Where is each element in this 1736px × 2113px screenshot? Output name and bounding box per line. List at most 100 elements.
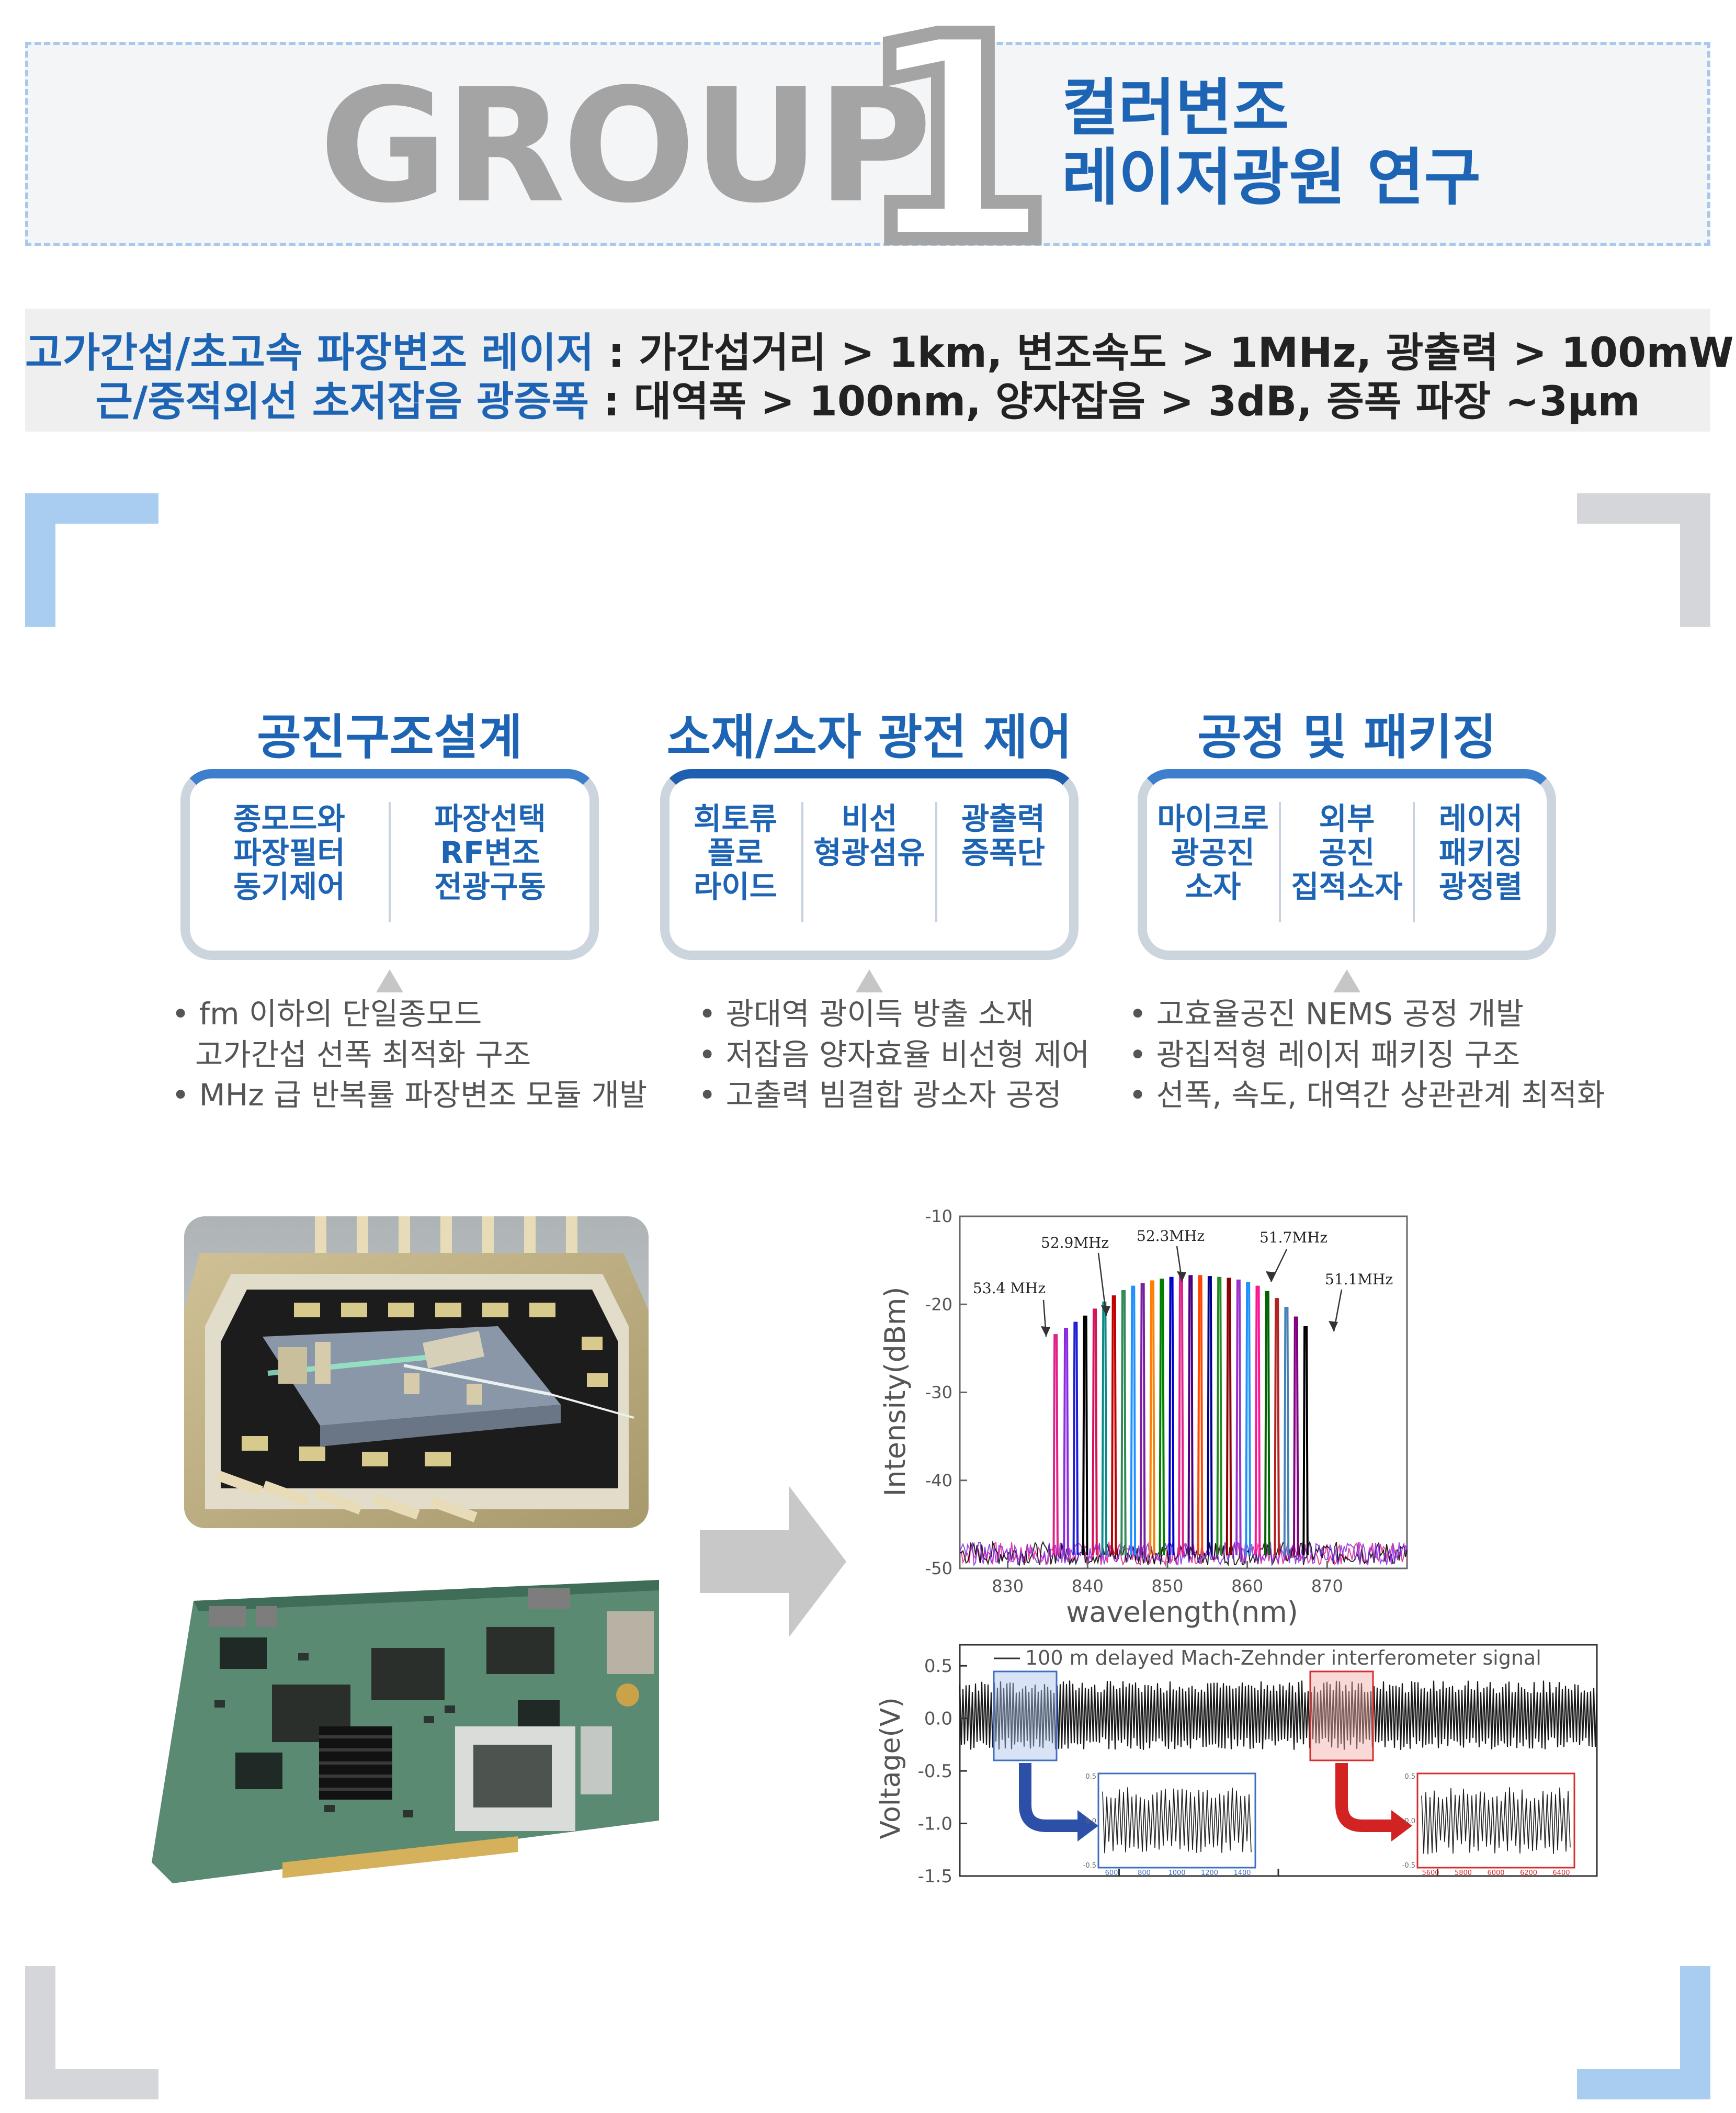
inset-x-tick-label: 1200 [1201,1869,1218,1877]
cell-line: 광정렬 [1438,868,1523,905]
spectrum-peak [1264,1291,1270,1555]
group-word: GROUP [319,55,932,238]
cell-line: 종모드와 [233,801,345,837]
cell-line: 마이크로 [1157,801,1269,837]
spectrum-peak [1197,1275,1204,1555]
inset-x-tick-label: 6200 [1520,1869,1537,1877]
arrowhead-blue-icon [1077,1810,1098,1841]
category-title: 소재/소자 광전 제어 [666,709,1072,765]
y-axis-label: Voltage(V) [875,1697,906,1839]
bullet-list: • 광대역 광이득 방출 소재 • 저잡음 양자효율 비선형 제어 • 고출력 … [698,994,1090,1116]
inset-x-tick-label: 5600 [1422,1869,1439,1877]
category-title: 공진구조설계 [257,709,523,765]
bullet-list: • 고효율공진 NEMS 공정 개발 • 광집적형 레이저 패키징 구조 • 선… [1129,994,1605,1116]
inset-y-tick-label: -0.5 [1402,1862,1415,1870]
cell-line: 희토류 [693,801,778,837]
cell-line: 플로 [707,834,764,871]
category-box: 종모드와 파장필터 동기제어 파장선택 RF변조 전광구동 [180,769,599,960]
category-cell: 외부 공진 집적소자 [1279,802,1413,922]
cell-line: 전광구동 [434,868,546,905]
annotation-arrow [1270,1249,1288,1282]
annotation-arrow [1097,1252,1107,1316]
peak-annotation: 53.4 MHz [973,1280,1046,1297]
inset-x-tick-label: 1000 [1168,1869,1185,1877]
spectrum-peak [1187,1275,1194,1555]
arrowhead-icon [1266,1271,1275,1282]
bullet-item: • 광대역 광이득 방출 소재 [698,996,1034,1032]
spectrum-peak [1292,1316,1299,1555]
x-tick-label: 830 [992,1576,1024,1596]
spec-label: 고가간섭/초고속 파장변조 레이저 [25,330,594,377]
spectrum-peak [1120,1290,1127,1555]
curved-arrow-red-icon [1335,1763,1391,1832]
peak-annotation: 52.3MHz [1137,1227,1205,1245]
spectrum-peak [1207,1276,1213,1555]
highlight-box-red [1309,1670,1374,1761]
inset-x-tick-label: 800 [1138,1869,1151,1877]
cell-line: 집적소자 [1291,868,1403,905]
voltage-chart: 100 m delayed Mach-Zehnder interferomete… [868,1632,1601,1896]
arrowhead-icon [1329,1321,1338,1331]
inset-y-tick-label: 0.0 [1085,1817,1096,1825]
category-title: 공정 및 패키징 [1197,709,1496,765]
peak-annotation: 51.1MHz [1325,1271,1393,1288]
x-axis-label: wavelength(nm) [1066,1596,1298,1629]
spectrum-peak [1110,1295,1117,1555]
inset-x-tick-label: 600 [1105,1869,1118,1877]
circuit-board-photo [152,1569,664,1894]
spectrum-peak [1130,1285,1137,1555]
category-cell: 광출력 증폭단 [935,802,1069,922]
cell-line: 형광섬유 [813,834,925,871]
cell-line: 동기제어 [233,868,345,905]
cell-line: 공진 [1319,834,1375,871]
spec-line-2: 근/중적외선 초저잡음 광증폭 : 대역폭 > 100nm, 양자잡음 > 3d… [25,369,1710,427]
y-tick-label: 0.0 [924,1709,952,1730]
inset-y-tick-label: -0.5 [1083,1862,1096,1870]
spectrum-peak [1092,1308,1098,1555]
spectrum-peak [1302,1326,1309,1555]
spec-label: 근/중적외선 초저잡음 광증폭 [95,378,589,425]
bullet-item: • 저잡음 양자효율 비선형 제어 [698,1036,1090,1072]
corner-bracket-top-left [25,493,158,627]
cell-line: 라이드 [693,868,778,905]
legend-text: 100 m delayed Mach-Zehnder interferomete… [1025,1646,1541,1669]
y-tick-label: -10 [925,1206,952,1226]
spectrum-peak [1245,1282,1251,1555]
inset-trace [1421,1787,1571,1855]
y-tick-label: -0.5 [918,1761,952,1782]
category-box: 희토류 플로 라이드 비선 형광섬유 광출력 증폭단 [660,769,1079,960]
y-tick-label: -30 [925,1383,952,1403]
bullet-item: • 선폭, 속도, 대역간 상관관계 최적화 [1129,1077,1605,1113]
spec-band [25,309,1710,432]
cell-line: 외부 [1319,801,1375,837]
inset-x-tick-label: 6000 [1487,1869,1504,1877]
x-tick-label: 850 [1151,1576,1183,1596]
y-tick-label: -1.5 [918,1866,952,1887]
x-tick-label: 860 [1231,1576,1263,1596]
spectrum-peak [1254,1285,1261,1555]
spec-value: : 가간섭거리 > 1km, 변조속도 > 1MHz, 광출력 > 100mW [594,330,1734,377]
bullet-item: 고가간섭 선폭 최적화 구조 [195,1036,531,1072]
cell-line: 패키징 [1438,834,1523,871]
spectrum-peak [1149,1280,1155,1555]
y-tick-label: -40 [925,1471,952,1490]
inset-x-tick-label: 1400 [1233,1869,1251,1877]
peak-annotation: 51.7MHz [1260,1229,1327,1246]
spec-line-1: 고가간섭/초고속 파장변조 레이저 : 가간섭거리 > 1km, 변조속도 > … [25,320,1734,379]
header-title-line2: 레이저광원 연구 [1062,141,1481,214]
header-title-line1: 컬러변조 [1062,72,1289,144]
spectrum-peak [1063,1328,1069,1555]
triangle-up-icon [856,969,883,992]
cell-line: 파장필터 [233,834,345,871]
arrowhead-icon [1177,1271,1186,1282]
bullet-item: • 고출력 빔결합 광소자 공정 [698,1077,1062,1113]
spectrum-peak [1226,1278,1232,1555]
spectrum-peak [1216,1276,1223,1555]
cell-line: 레이저 [1438,801,1523,837]
inset-trace [1102,1787,1252,1854]
spectrum-peak [1283,1306,1290,1555]
spectrum-peak [1139,1283,1146,1555]
